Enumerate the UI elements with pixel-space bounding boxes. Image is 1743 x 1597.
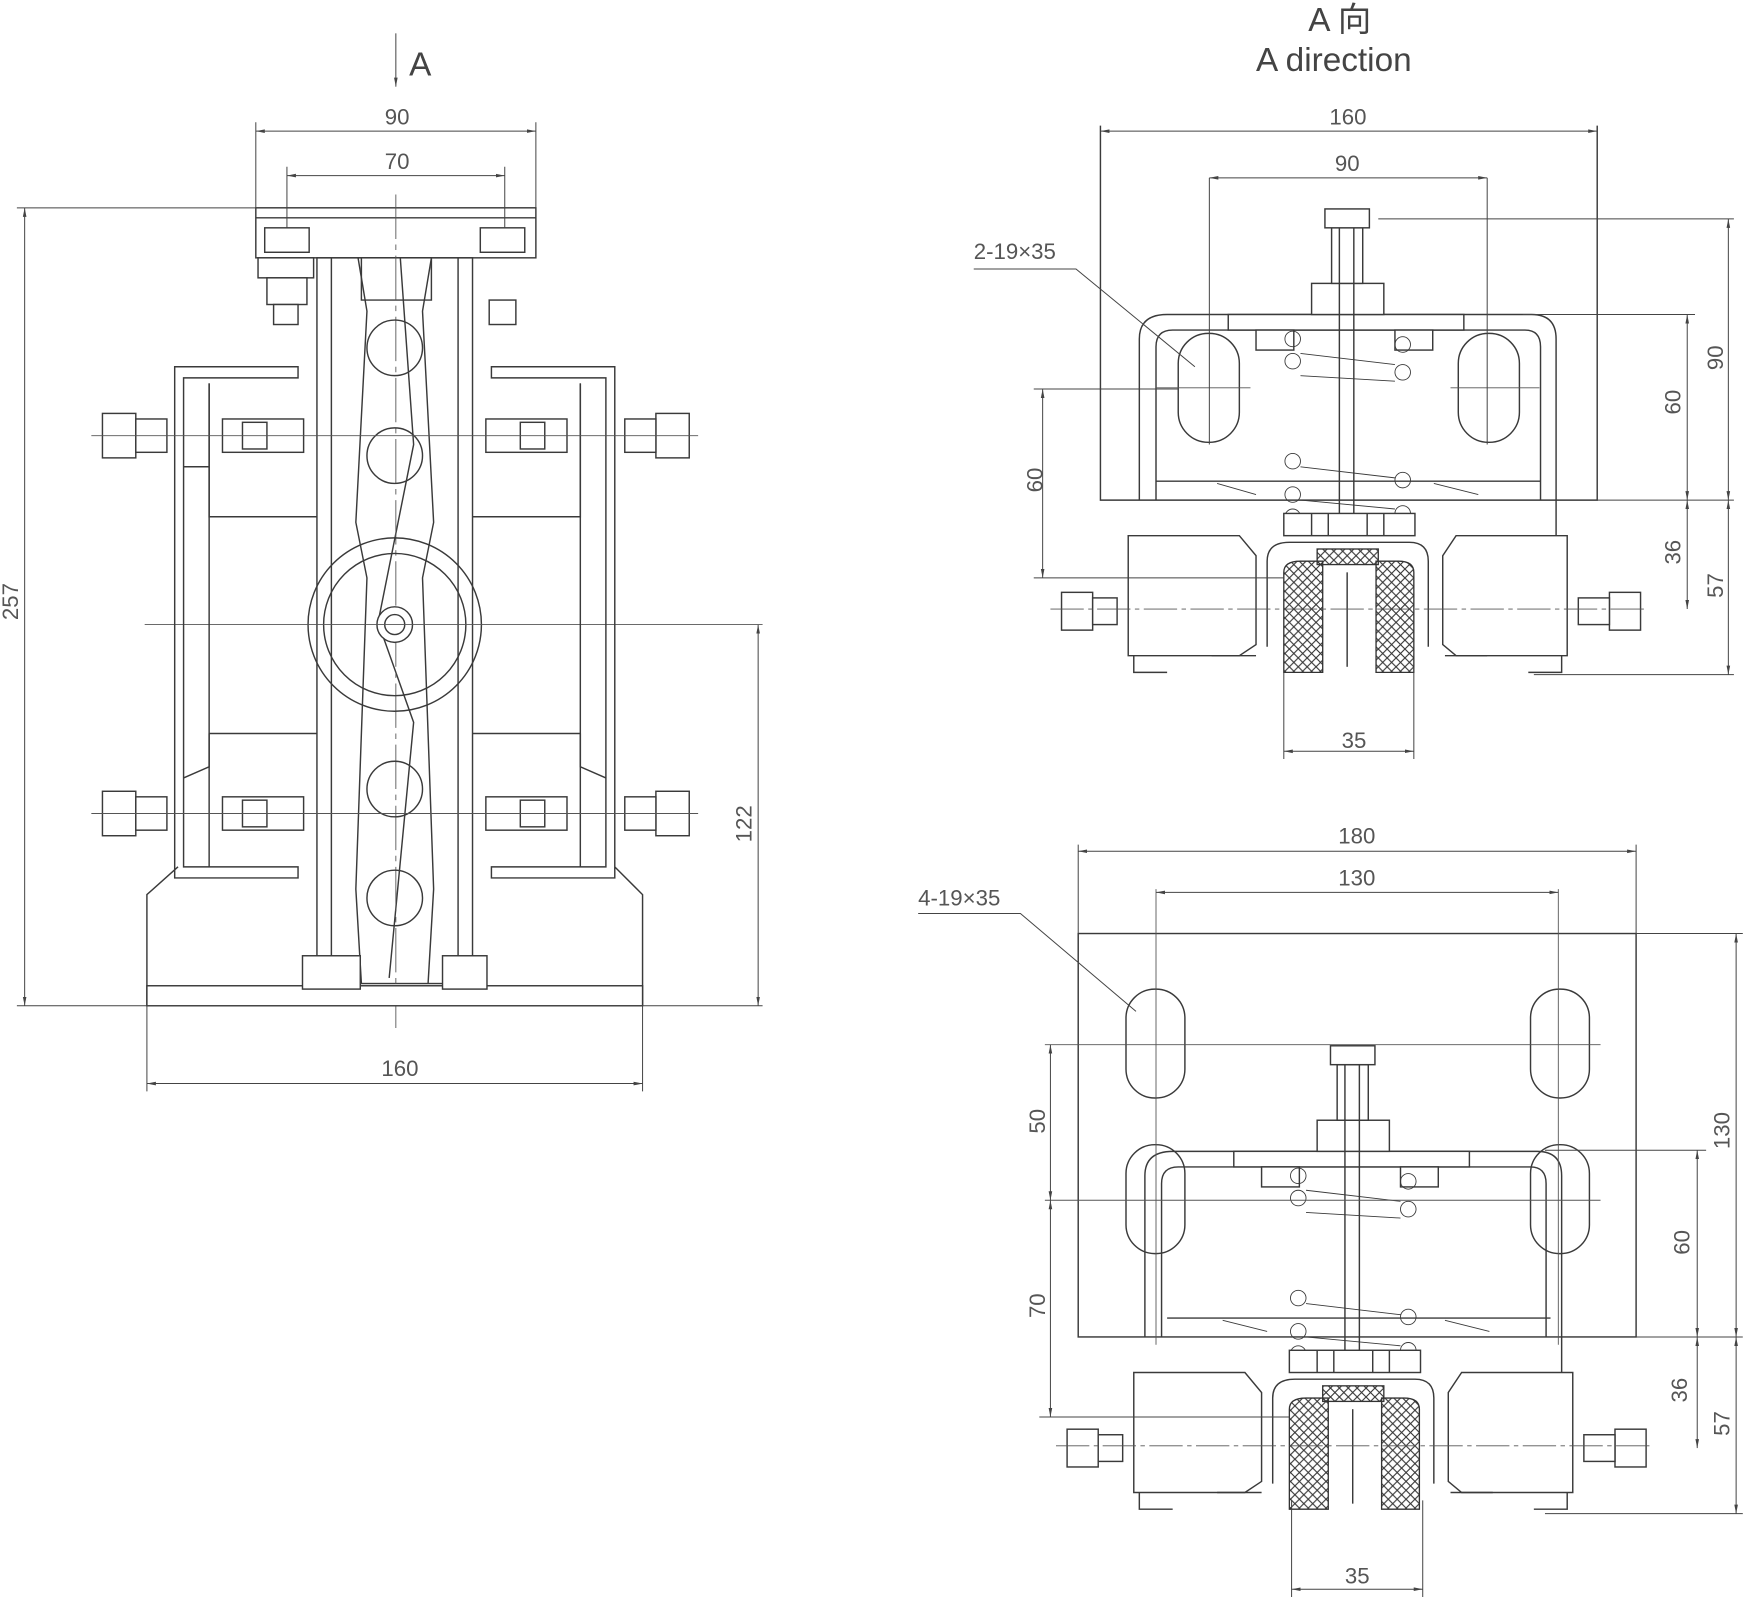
dim-plate-width: 160: [1329, 104, 1366, 129]
slot-spec-label: 2-19×35: [974, 239, 1056, 264]
dim-base-width: 160: [381, 1056, 418, 1081]
dim-height-right: 90: [1703, 345, 1728, 370]
dim-width-top: 90: [385, 104, 410, 129]
dim-plate-width: 180: [1338, 824, 1375, 849]
view-arrow-label: A: [409, 47, 432, 84]
view-title-en: A direction: [1256, 42, 1412, 79]
dim-pad-width: 35: [1342, 728, 1367, 753]
dim-plate-height: 130: [1709, 1112, 1734, 1149]
a-direction-view: A 向 A direction 160 90 2-19×35 60 90 60 …: [973, 2, 1734, 760]
dim-block-36: 36: [1661, 540, 1686, 565]
dim-pad-width: 35: [1345, 1564, 1370, 1589]
view-title-cn: A 向: [1308, 2, 1371, 39]
dim-bolt-spacing: 70: [385, 149, 410, 174]
dim-bracket-height: 60: [1669, 1230, 1694, 1255]
dim-block-57: 57: [1709, 1411, 1734, 1436]
four-hole-view: 180 130 4-19×35 50 70 130 60 36 57 35: [918, 824, 1743, 1597]
slot-spec-label: 4-19×35: [918, 886, 1000, 911]
dim-slot-spacing: 90: [1335, 151, 1360, 176]
dim-height: 257: [0, 583, 23, 620]
dim-slot-vert-50: 50: [1025, 1109, 1050, 1134]
dim-slot-vert-70: 70: [1025, 1293, 1050, 1318]
dim-bracket-height: 60: [1661, 390, 1686, 415]
dim-slot-spacing: 130: [1338, 866, 1375, 891]
dim-center-height: 122: [731, 805, 756, 842]
side-view: A: [0, 33, 763, 1092]
dim-slot-to-bottom: 60: [1023, 468, 1048, 493]
dim-block-57: 57: [1703, 573, 1728, 598]
top-bolt-icon: [257, 227, 526, 326]
dim-block-36: 36: [1667, 1378, 1692, 1403]
